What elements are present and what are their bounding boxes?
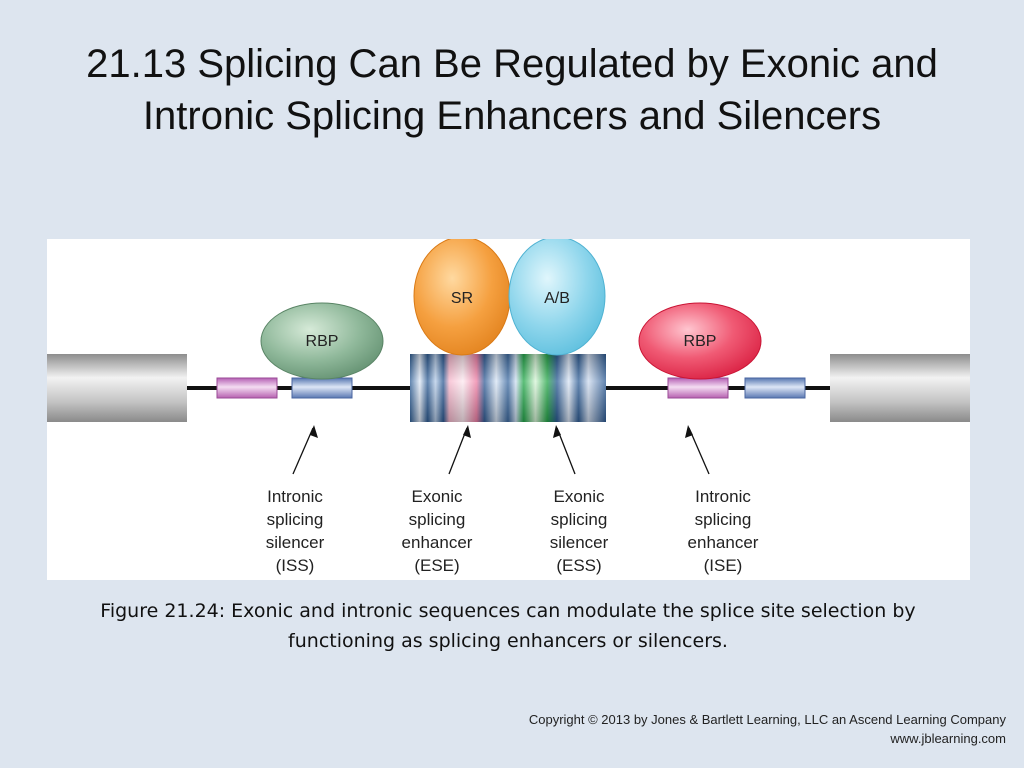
ise-label-line1: Intronic [695, 487, 751, 506]
slide-title: 21.13 Splicing Can Be Regulated by Exoni… [86, 42, 938, 138]
figure-caption: Figure 21.24: Exonic and intronic sequen… [100, 600, 916, 652]
rbp-right-protein: RBP [638, 302, 762, 380]
right-flanking-exon [830, 354, 970, 422]
splicing-regulation-figure: RBP SR A/B RBP Intronic [47, 239, 970, 580]
ess-arrowhead [553, 425, 561, 438]
rbp-left-protein: RBP [260, 302, 384, 380]
ise-element [667, 377, 729, 399]
copyright-line: Copyright © 2013 by Jones & Bartlett Lea… [528, 712, 1006, 727]
iss-label-line2: splicing [267, 510, 324, 529]
sr-protein: SR [413, 239, 511, 356]
ess-label-line4: (ESS) [556, 556, 601, 575]
rbp-right-label: RBP [684, 333, 717, 350]
ise-label-line4: (ISE) [704, 556, 743, 575]
ese-label-line3: enhancer [402, 533, 473, 552]
ess-arrow [556, 427, 576, 475]
ess-label-line2: splicing [551, 510, 608, 529]
iss-arrowhead [310, 425, 318, 438]
ess-label-line1: Exonic [553, 487, 605, 506]
left-flanking-exon [47, 354, 187, 422]
ise-arrowhead [685, 425, 693, 438]
rbp-left-label: RBP [306, 333, 339, 350]
ese-label-line1: Exonic [411, 487, 463, 506]
right-intronic-element [744, 377, 806, 399]
iss-label-line1: Intronic [267, 487, 323, 506]
iss-element [291, 377, 353, 399]
ise-label-line3: enhancer [688, 533, 759, 552]
publisher-website: www.jblearning.com [890, 731, 1006, 746]
iss-arrow [292, 427, 314, 475]
copyright-notice: Copyright © 2013 by Jones & Bartlett Lea… [529, 710, 1006, 748]
regulated-exon-shading [410, 354, 606, 422]
ese-arrowhead [463, 425, 471, 438]
ise-label-line2: splicing [695, 510, 752, 529]
sr-label: SR [451, 290, 473, 307]
ise-arrow [688, 427, 710, 475]
splicing-diagram: RBP SR A/B RBP Intronic [47, 239, 970, 575]
iss-label-line3: silencer [266, 533, 325, 552]
iss-label-line4: (ISS) [276, 556, 315, 575]
ess-label-line3: silencer [550, 533, 609, 552]
left-intronic-element [216, 377, 278, 399]
ab-protein: A/B [508, 239, 606, 356]
ese-label-line4: (ESE) [414, 556, 459, 575]
ese-arrow [448, 427, 468, 475]
ese-label-line2: splicing [409, 510, 466, 529]
ab-label: A/B [544, 290, 570, 307]
